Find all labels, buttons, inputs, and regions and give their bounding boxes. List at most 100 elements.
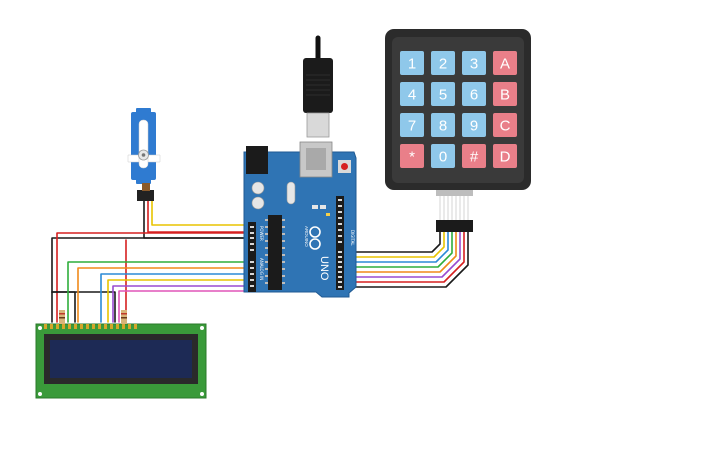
usb-plug-metal [306, 112, 330, 138]
keypad-key-label: 1 [408, 56, 416, 73]
usb-cable [303, 35, 333, 138]
analog-label: ANALOG IN [259, 258, 264, 280]
arduino-logo [309, 226, 321, 250]
keypad-key-A[interactable]: A [493, 51, 517, 75]
usb-plug-body [303, 58, 333, 113]
lcd-wire-blue [100, 273, 249, 323]
keypad-key-cap [462, 113, 486, 137]
usb-port-inner [306, 148, 326, 170]
keypad-key-label: C [500, 118, 511, 135]
keypad-key-C[interactable]: C [493, 113, 517, 137]
lcd-ground-wire-3 [51, 291, 116, 323]
keypad-key-cap [400, 113, 424, 137]
keypad-key-9[interactable]: 9 [462, 113, 486, 137]
lcd-16x2 [35, 310, 207, 399]
keypad-key-cap [493, 51, 517, 75]
digital-label: DIGITAL [350, 230, 355, 246]
keypad-key-hash[interactable]: # [462, 144, 486, 168]
keypad-key-cap [431, 144, 455, 168]
keypad-key-B[interactable]: B [493, 82, 517, 106]
keypad-key-label: A [500, 56, 510, 73]
chip-pins [265, 219, 285, 284]
lcd-mount-hole [200, 392, 204, 396]
smd-component [312, 205, 318, 209]
lcd-pin-header [44, 324, 137, 329]
keypad-face [392, 37, 524, 183]
keypad-key-label: B [500, 87, 510, 104]
power-jack [246, 146, 268, 174]
atmega-chip [268, 215, 282, 290]
capacitor-1 [251, 181, 265, 195]
keypad-key-cap [493, 144, 517, 168]
lcd-wire-pink [118, 290, 249, 323]
keypad-key-5[interactable]: 5 [431, 82, 455, 106]
lcd-wire-green [67, 261, 249, 323]
keypad-connector [436, 220, 473, 232]
lcd-mount-hole [200, 326, 204, 330]
keypad-key-label: * [409, 149, 415, 166]
lcd-ground-wire [51, 237, 249, 323]
keypad-wire-8 [351, 231, 469, 288]
lcd-mount-hole [38, 392, 42, 396]
board-model-label: UNO [318, 256, 330, 281]
keypad-key-cap [493, 113, 517, 137]
crystal [286, 181, 296, 205]
digital-pin-markers [338, 199, 342, 288]
keypad-key-label: 8 [439, 118, 447, 135]
keypad-key-0[interactable]: 0 [431, 144, 455, 168]
keypad-key-cap [462, 144, 486, 168]
servo-shaft-center [141, 153, 146, 157]
keypad-key-label: 5 [439, 87, 447, 104]
servo-tab-top [136, 108, 151, 114]
keypad-key-1[interactable]: 1 [400, 51, 424, 75]
keypad-key-6[interactable]: 6 [462, 82, 486, 106]
keypad-wire-4 [351, 231, 453, 268]
keypad-key-cap [400, 82, 424, 106]
keypad-key-cap [400, 51, 424, 75]
keypad-key-label: 2 [439, 56, 447, 73]
keypad-key-star[interactable]: * [400, 144, 424, 168]
keypad-key-8[interactable]: 8 [431, 113, 455, 137]
capacitor-2 [251, 196, 265, 210]
keypad-key-cap [493, 82, 517, 106]
analog-pin-markers [250, 226, 254, 287]
keypad-key-4[interactable]: 4 [400, 82, 424, 106]
keypad-wire-1 [351, 231, 441, 253]
keypad-key-label: # [470, 149, 479, 166]
reset-button-cap[interactable] [341, 163, 348, 170]
lcd-wire-yellow [107, 279, 249, 323]
keypad-key-label: 4 [408, 87, 416, 104]
servo-connector [137, 190, 154, 201]
smd-component [320, 205, 326, 209]
keypad-key-label: 7 [408, 118, 416, 135]
keypad-wire-2 [351, 231, 445, 258]
wires [51, 199, 469, 323]
keypad-wire-7 [351, 231, 465, 283]
keypad-key-D[interactable]: D [493, 144, 517, 168]
keypad-ribbon-base [436, 190, 473, 196]
keypad-key-2[interactable]: 2 [431, 51, 455, 75]
lcd-vcc-wire [56, 232, 249, 323]
keypad-key-label: 6 [470, 87, 478, 104]
keypad-key-3[interactable]: 3 [462, 51, 486, 75]
servo-cable [142, 183, 150, 191]
lcd-resistors [59, 310, 127, 324]
keypad-key-cap [431, 51, 455, 75]
board-brand-label: ARDUINO [304, 226, 309, 247]
lcd-mount-hole [38, 326, 42, 330]
keypad-ribbon [439, 196, 469, 222]
lcd-wire-purple [112, 285, 249, 323]
usb-plug-grip [306, 74, 330, 96]
arduino-uno-board[interactable]: UNO ARDUINO DIGITAL ANALOG IN POWER [243, 141, 357, 298]
keypad-key-label: 3 [470, 56, 478, 73]
keypad-key-cap [431, 82, 455, 106]
servo-power-wire [147, 199, 249, 233]
servo-horn-arm [138, 119, 149, 169]
servo-motor[interactable] [127, 108, 161, 201]
servo-tab-bottom [136, 178, 151, 184]
keypad-key-cap [462, 51, 486, 75]
keypad-key-7[interactable]: 7 [400, 113, 424, 137]
